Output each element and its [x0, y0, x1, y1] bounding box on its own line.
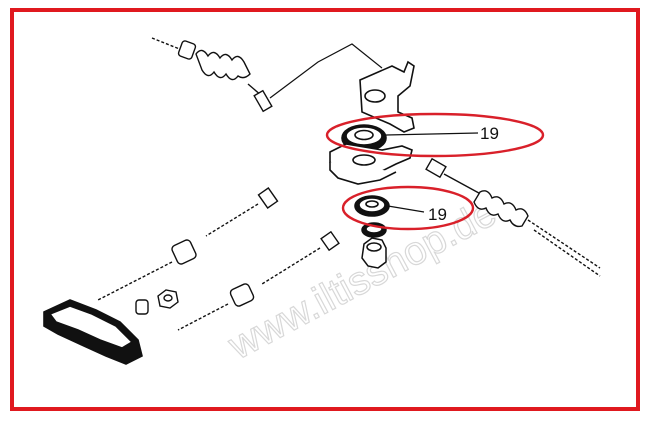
small-fittings	[135, 289, 179, 315]
highlight-ellipse-upper	[325, 112, 545, 158]
washer-19-upper	[341, 124, 387, 152]
upper-cable	[151, 37, 273, 113]
middle-cable	[97, 187, 279, 301]
highlight-ellipses	[325, 112, 545, 231]
washer-19-lower	[354, 195, 390, 217]
callout-leaders	[385, 132, 479, 213]
leader-bracket	[269, 43, 383, 99]
top-lever-plate	[359, 60, 415, 133]
callout-label-upper: 19	[480, 124, 499, 143]
watermark-text: www.iltisshop.de	[221, 190, 504, 368]
highlight-ellipse-lower	[341, 185, 475, 231]
lower-cable	[177, 230, 340, 331]
callout-label-lower: 19	[428, 205, 447, 224]
rubber-cover	[43, 299, 143, 365]
bottom-lever-plate	[329, 143, 413, 185]
right-cable	[425, 157, 601, 277]
hex-nut	[361, 237, 387, 269]
